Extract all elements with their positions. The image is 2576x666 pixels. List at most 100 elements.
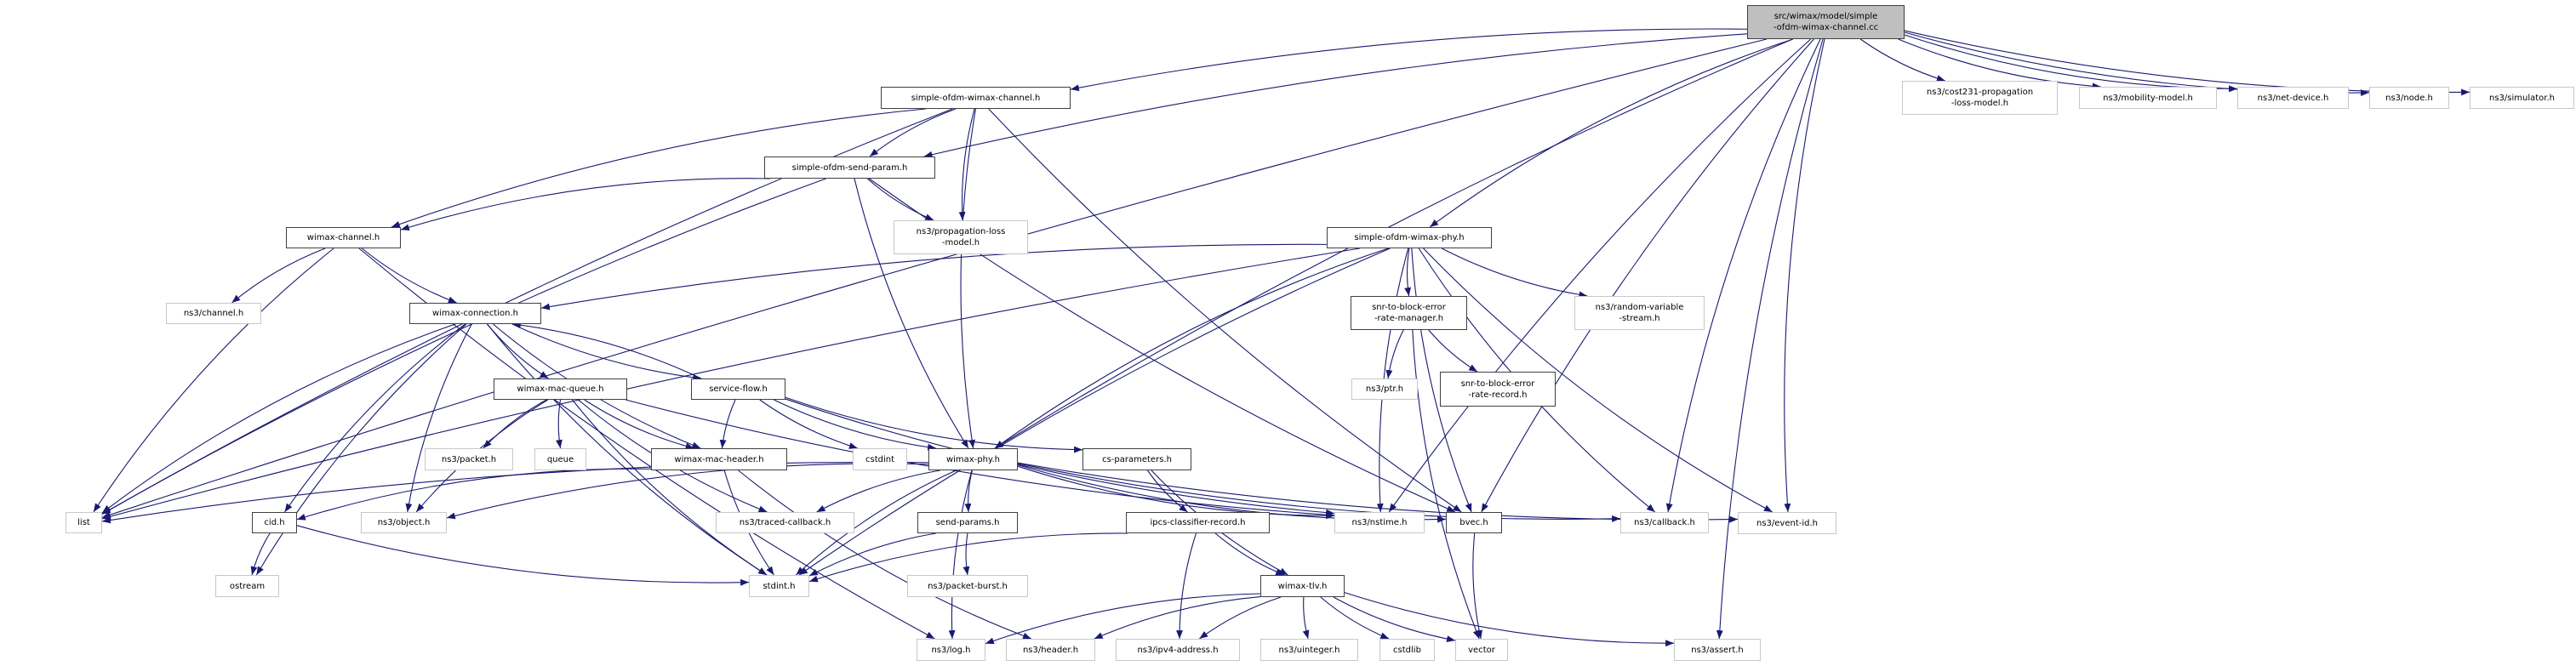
node-vector[interactable]: vector [1455,639,1508,661]
edge-sowp-to-wphy [994,248,1389,449]
edge-ipcs-to-stdint [808,532,1128,583]
node-obj[interactable]: ns3/object.h [361,512,447,533]
edge-sf-to-cstdint [759,399,858,449]
edge-wphy-to-sendp [964,470,973,513]
node-tcb[interactable]: ns3/traced-callback.h [716,512,854,533]
edge-root-to-cost [1859,38,1945,82]
edge-sowc-to-wch [391,108,926,228]
edge-sowp-to-wcon [540,243,1328,310]
edge-tlv-to-vector [1333,596,1456,643]
edge-root-to-sowc [1070,28,1748,92]
edge-sowp-to-bvec [1411,248,1472,513]
edge-sf-to-wcon [511,322,702,379]
edge-sowp-to-stdint [798,248,1391,576]
node-sowc[interactable]: simple-ofdm-wimax-channel.h [881,87,1071,109]
edge-wphy-to-log [948,470,973,640]
edge-wcon-to-cid [284,323,466,513]
edge-snrm-to-snrr [1428,329,1478,373]
edge-sowp-to-list [101,248,1360,521]
node-queue[interactable]: queue [534,448,586,470]
edge-wcon-to-wmq [487,323,549,379]
edge-tlv-to-assert [1344,592,1675,647]
node-uint[interactable]: ns3/uinteger.h [1260,639,1358,661]
node-cost[interactable]: ns3/cost231-propagation -loss-model.h [1902,81,2058,115]
edge-root-to-evid [1784,38,1825,513]
node-ipcs[interactable]: ipcs-classifier-record.h [1126,512,1270,533]
edge-wmq-to-wmh [584,399,694,450]
edge-wphy-to-tcb [816,470,941,513]
edge-sf-to-wmh [719,399,736,449]
edge-wmh-to-hdr [738,470,1032,640]
node-sosp[interactable]: simple-ofdm-send-param.h [764,157,935,179]
edge-sowc-to-wphy [960,108,976,449]
edge-wmq-to-queue [556,399,563,449]
edge-bvec-to-vector [1472,532,1482,640]
node-mob[interactable]: ns3/mobility-model.h [2079,87,2217,109]
node-rvs[interactable]: ns3/random-variable -stream.h [1574,296,1705,330]
node-bvec[interactable]: bvec.h [1446,512,1502,533]
edge-tlv-to-ipv4 [1199,596,1282,640]
node-netdev[interactable]: ns3/net-device.h [2237,87,2349,109]
node-wcon[interactable]: wimax-connection.h [409,303,541,324]
node-cid[interactable]: cid.h [252,512,297,533]
edge-wphy-to-list [101,461,929,524]
edge-wch-to-list [93,248,334,513]
node-root[interactable]: src/wimax/model/simple -ofdm-wimax-chann… [1747,5,1905,39]
node-sowp[interactable]: simple-ofdm-wimax-phy.h [1327,227,1492,248]
edge-sf-to-wphy [774,399,937,451]
node-stdint[interactable]: stdint.h [749,575,809,597]
node-pburst[interactable]: ns3/packet-burst.h [907,575,1028,597]
node-prop[interactable]: ns3/propagation-loss -model.h [894,220,1028,254]
node-wphy[interactable]: wimax-phy.h [928,448,1018,470]
node-sf[interactable]: service-flow.h [691,379,785,400]
node-evid[interactable]: ns3/event-id.h [1738,512,1836,534]
edge-root-to-bvec [1481,38,1814,513]
node-assert[interactable]: ns3/assert.h [1674,639,1761,661]
edge-wcon-to-obj [405,323,472,513]
node-wch[interactable]: wimax-channel.h [286,227,401,248]
edge-root-to-mob [1898,38,2101,90]
edge-root-to-list [101,38,1768,518]
edge-sendp-to-stdint [808,532,936,577]
node-cb[interactable]: ns3/callback.h [1620,512,1709,533]
edge-sowc-to-prop [958,108,975,221]
node-ipv4[interactable]: ns3/ipv4-address.h [1116,639,1240,661]
edge-tlv-to-uint [1302,596,1310,640]
edge-sowp-to-rvs [1441,248,1588,299]
node-sim[interactable]: ns3/simulator.h [2470,87,2574,109]
node-node[interactable]: ns3/node.h [2369,87,2449,109]
edge-tlv-to-hdr [1094,595,1261,640]
node-cstdint[interactable]: cstdint [853,448,907,470]
node-cstdlib[interactable]: cstdlib [1379,639,1435,661]
node-wmh[interactable]: wimax-mac-header.h [651,448,787,470]
node-nstime[interactable]: ns3/nstime.h [1334,512,1425,533]
node-tlv[interactable]: wimax-tlv.h [1260,575,1345,597]
node-chan[interactable]: ns3/channel.h [166,303,261,324]
node-log[interactable]: ns3/log.h [917,639,985,661]
node-snrr[interactable]: snr-to-block-error -rate-record.h [1440,372,1556,407]
node-ostream[interactable]: ostream [215,575,279,597]
edge-sendp-to-pburst [962,532,970,576]
node-ptr[interactable]: ns3/ptr.h [1351,379,1418,400]
node-pkt[interactable]: ns3/packet.h [425,448,513,470]
edge-wphy-to-cb [1017,463,1621,522]
edge-tlv-to-log [985,593,1261,645]
edge-sf-to-csp [785,396,1083,453]
edge-wmq-to-stdint [571,399,768,576]
edge-wch-to-chan [231,248,326,304]
edge-snrm-to-ptr [1385,329,1404,379]
edge-root-to-assert [1716,38,1824,640]
node-snrm[interactable]: snr-to-block-error -rate-manager.h [1351,296,1467,330]
edge-sowc-to-bvec [988,108,1462,513]
edge-root-to-sosp [923,33,1748,158]
edge-wcon-to-ostream [255,323,467,576]
node-wmq[interactable]: wimax-mac-queue.h [494,379,627,400]
node-list[interactable]: list [66,512,102,533]
node-hdr[interactable]: ns3/header.h [1006,639,1095,661]
edge-root-to-cb [1665,38,1821,513]
edge-sowp-to-snrm [1404,248,1412,297]
edge-cid-to-ostream [250,532,271,576]
node-sendp[interactable]: send-params.h [917,512,1018,533]
node-csp[interactable]: cs-parameters.h [1082,448,1191,470]
